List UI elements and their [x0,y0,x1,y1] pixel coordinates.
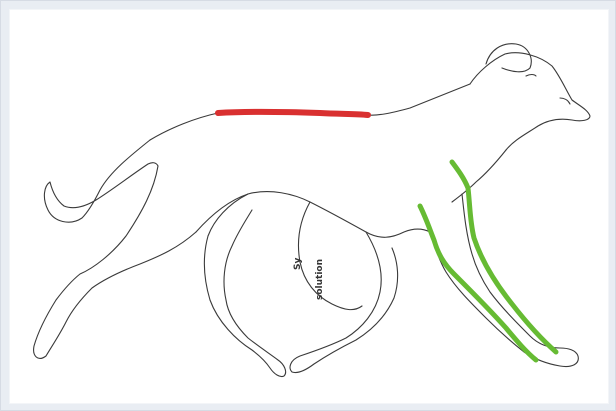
note-line-2: solution [315,259,325,300]
belly-inner-outline [298,202,362,310]
front-leg-outline-a [430,194,578,367]
back-highlight [218,112,368,115]
hind-thigh-outline [204,194,285,377]
nose-mark [560,98,570,104]
mid-leg-outline [290,232,398,373]
ear-outline [486,44,531,72]
note-line-1: Sy [293,258,303,270]
front-leg-highlight-near [420,206,536,360]
belly-outline [196,192,430,238]
eye-mark [526,75,536,77]
tail-outline [44,140,158,222]
hind-leg-outline [34,166,196,358]
